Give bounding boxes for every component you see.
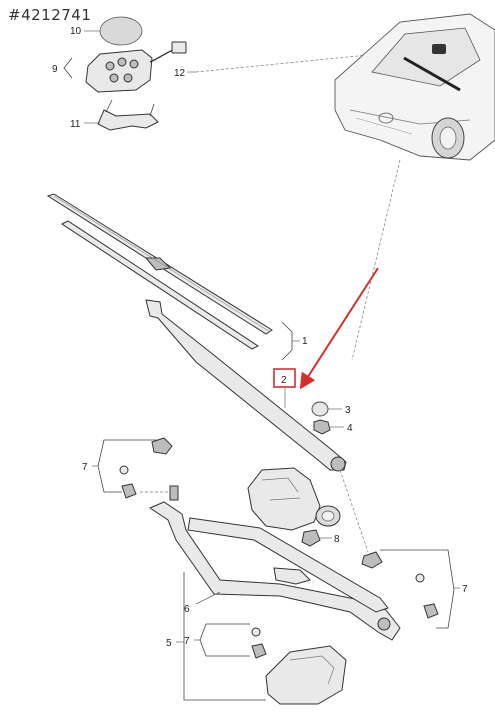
callout-3: 3 — [345, 405, 351, 416]
callout-8: 8 — [334, 534, 340, 545]
callout-10: 10 — [70, 26, 82, 37]
callout-labels: 10 9 12 11 1 2 3 4 7 8 7 6 7 5 — [52, 26, 468, 649]
sensor-pad — [99, 16, 143, 46]
callout-7-left: 7 — [82, 462, 88, 473]
callout-7-lower: 7 — [184, 636, 190, 647]
reference-code: #4212741 — [8, 6, 92, 24]
callout-11: 11 — [70, 119, 81, 130]
callout-4: 4 — [347, 423, 353, 434]
car-illustration — [334, 13, 495, 361]
callout-5: 5 — [166, 638, 172, 649]
windshield — [371, 27, 481, 87]
callout-7-right: 7 — [462, 584, 468, 595]
rain-sensor-group — [63, 16, 399, 131]
callout-9: 9 — [52, 64, 58, 75]
car-wiper-blade — [403, 56, 461, 92]
mounting-bracket-5 — [176, 641, 347, 705]
wiper-linkage-6 — [148, 485, 401, 701]
callout-6: 6 — [184, 604, 190, 615]
sensor-housing — [85, 49, 153, 93]
fasteners-lower — [194, 623, 267, 659]
wiper-blade-1 — [46, 193, 300, 361]
callout-2: 2 — [281, 375, 287, 386]
callout-1: 1 — [302, 336, 308, 347]
windshield-sensor — [432, 44, 446, 54]
wiper-motor-8 — [247, 467, 341, 547]
fasteners-left — [92, 437, 173, 499]
cap-and-nut — [311, 401, 344, 435]
highlight-box-2 — [273, 368, 296, 388]
vw-logo — [378, 112, 394, 124]
wiper-arm-2 — [145, 267, 379, 472]
sensor-bracket — [97, 109, 159, 131]
fasteners-right — [339, 469, 460, 629]
callout-12: 12 — [174, 68, 186, 79]
pointer-arrow — [299, 267, 379, 390]
sensor-connector — [171, 41, 187, 54]
